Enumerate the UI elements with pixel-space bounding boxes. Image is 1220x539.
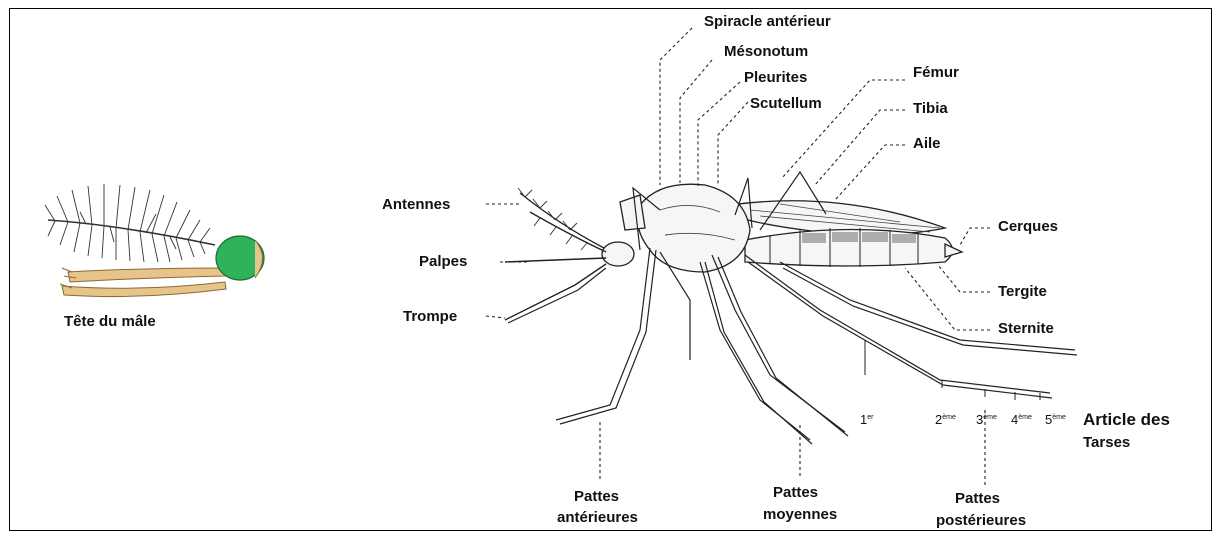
label-tergite: Tergite — [998, 283, 1047, 300]
mosquito-body — [505, 184, 962, 323]
label-cerques: Cerques — [998, 218, 1058, 235]
label-trompe: Trompe — [403, 308, 457, 325]
male-head-illustration — [45, 184, 264, 297]
head-caption: Tête du mâle — [64, 313, 156, 330]
label-pattes-moyennes-2: moyennes — [763, 506, 837, 523]
label-femur: Fémur — [913, 64, 959, 81]
tarse-1: 1 — [860, 412, 867, 427]
label-palpes: Palpes — [419, 253, 467, 270]
label-sternite: Sternite — [998, 320, 1054, 337]
tarse-2-sup: ème — [942, 414, 956, 421]
svg-text:3ème: 3ème — [976, 412, 997, 427]
tarse-5: 5 — [1045, 412, 1052, 427]
svg-text:1er: 1er — [860, 412, 874, 427]
label-tibia: Tibia — [913, 100, 948, 117]
tarse-numbers: 1er 2ème 3ème 4ème 5ème — [860, 412, 1066, 427]
svg-text:4ème: 4ème — [1011, 412, 1032, 427]
label-pleurites: Pleurites — [744, 69, 807, 86]
tarse-4-sup: ème — [1018, 414, 1032, 421]
label-spiracle: Spiracle antérieur — [704, 13, 831, 30]
label-scutellum: Scutellum — [750, 95, 822, 112]
tarse-5-sup: ème — [1052, 414, 1066, 421]
label-pattes-posterieures-2: postérieures — [936, 512, 1026, 529]
tarse-3: 3 — [976, 412, 983, 427]
label-mesonotum: Mésonotum — [724, 43, 808, 60]
label-pattes-posterieures-1: Pattes — [955, 490, 1000, 507]
tarse-2: 2 — [935, 412, 942, 427]
label-article-tarses-1: Article des — [1083, 410, 1170, 429]
svg-text:5ème: 5ème — [1045, 412, 1066, 427]
tarse-4: 4 — [1011, 412, 1018, 427]
tarse-3-sup: ème — [983, 414, 997, 421]
label-article-tarses-2: Tarses — [1083, 434, 1130, 451]
tarse-1-sup: er — [867, 414, 874, 421]
label-pattes-moyennes-1: Pattes — [773, 484, 818, 501]
label-antennes: Antennes — [382, 196, 450, 213]
label-aile: Aile — [913, 135, 941, 152]
label-pattes-anterieures-2: antérieures — [557, 509, 638, 526]
label-pattes-anterieures-1: Pattes — [574, 488, 619, 505]
svg-text:2ème: 2ème — [935, 412, 956, 427]
